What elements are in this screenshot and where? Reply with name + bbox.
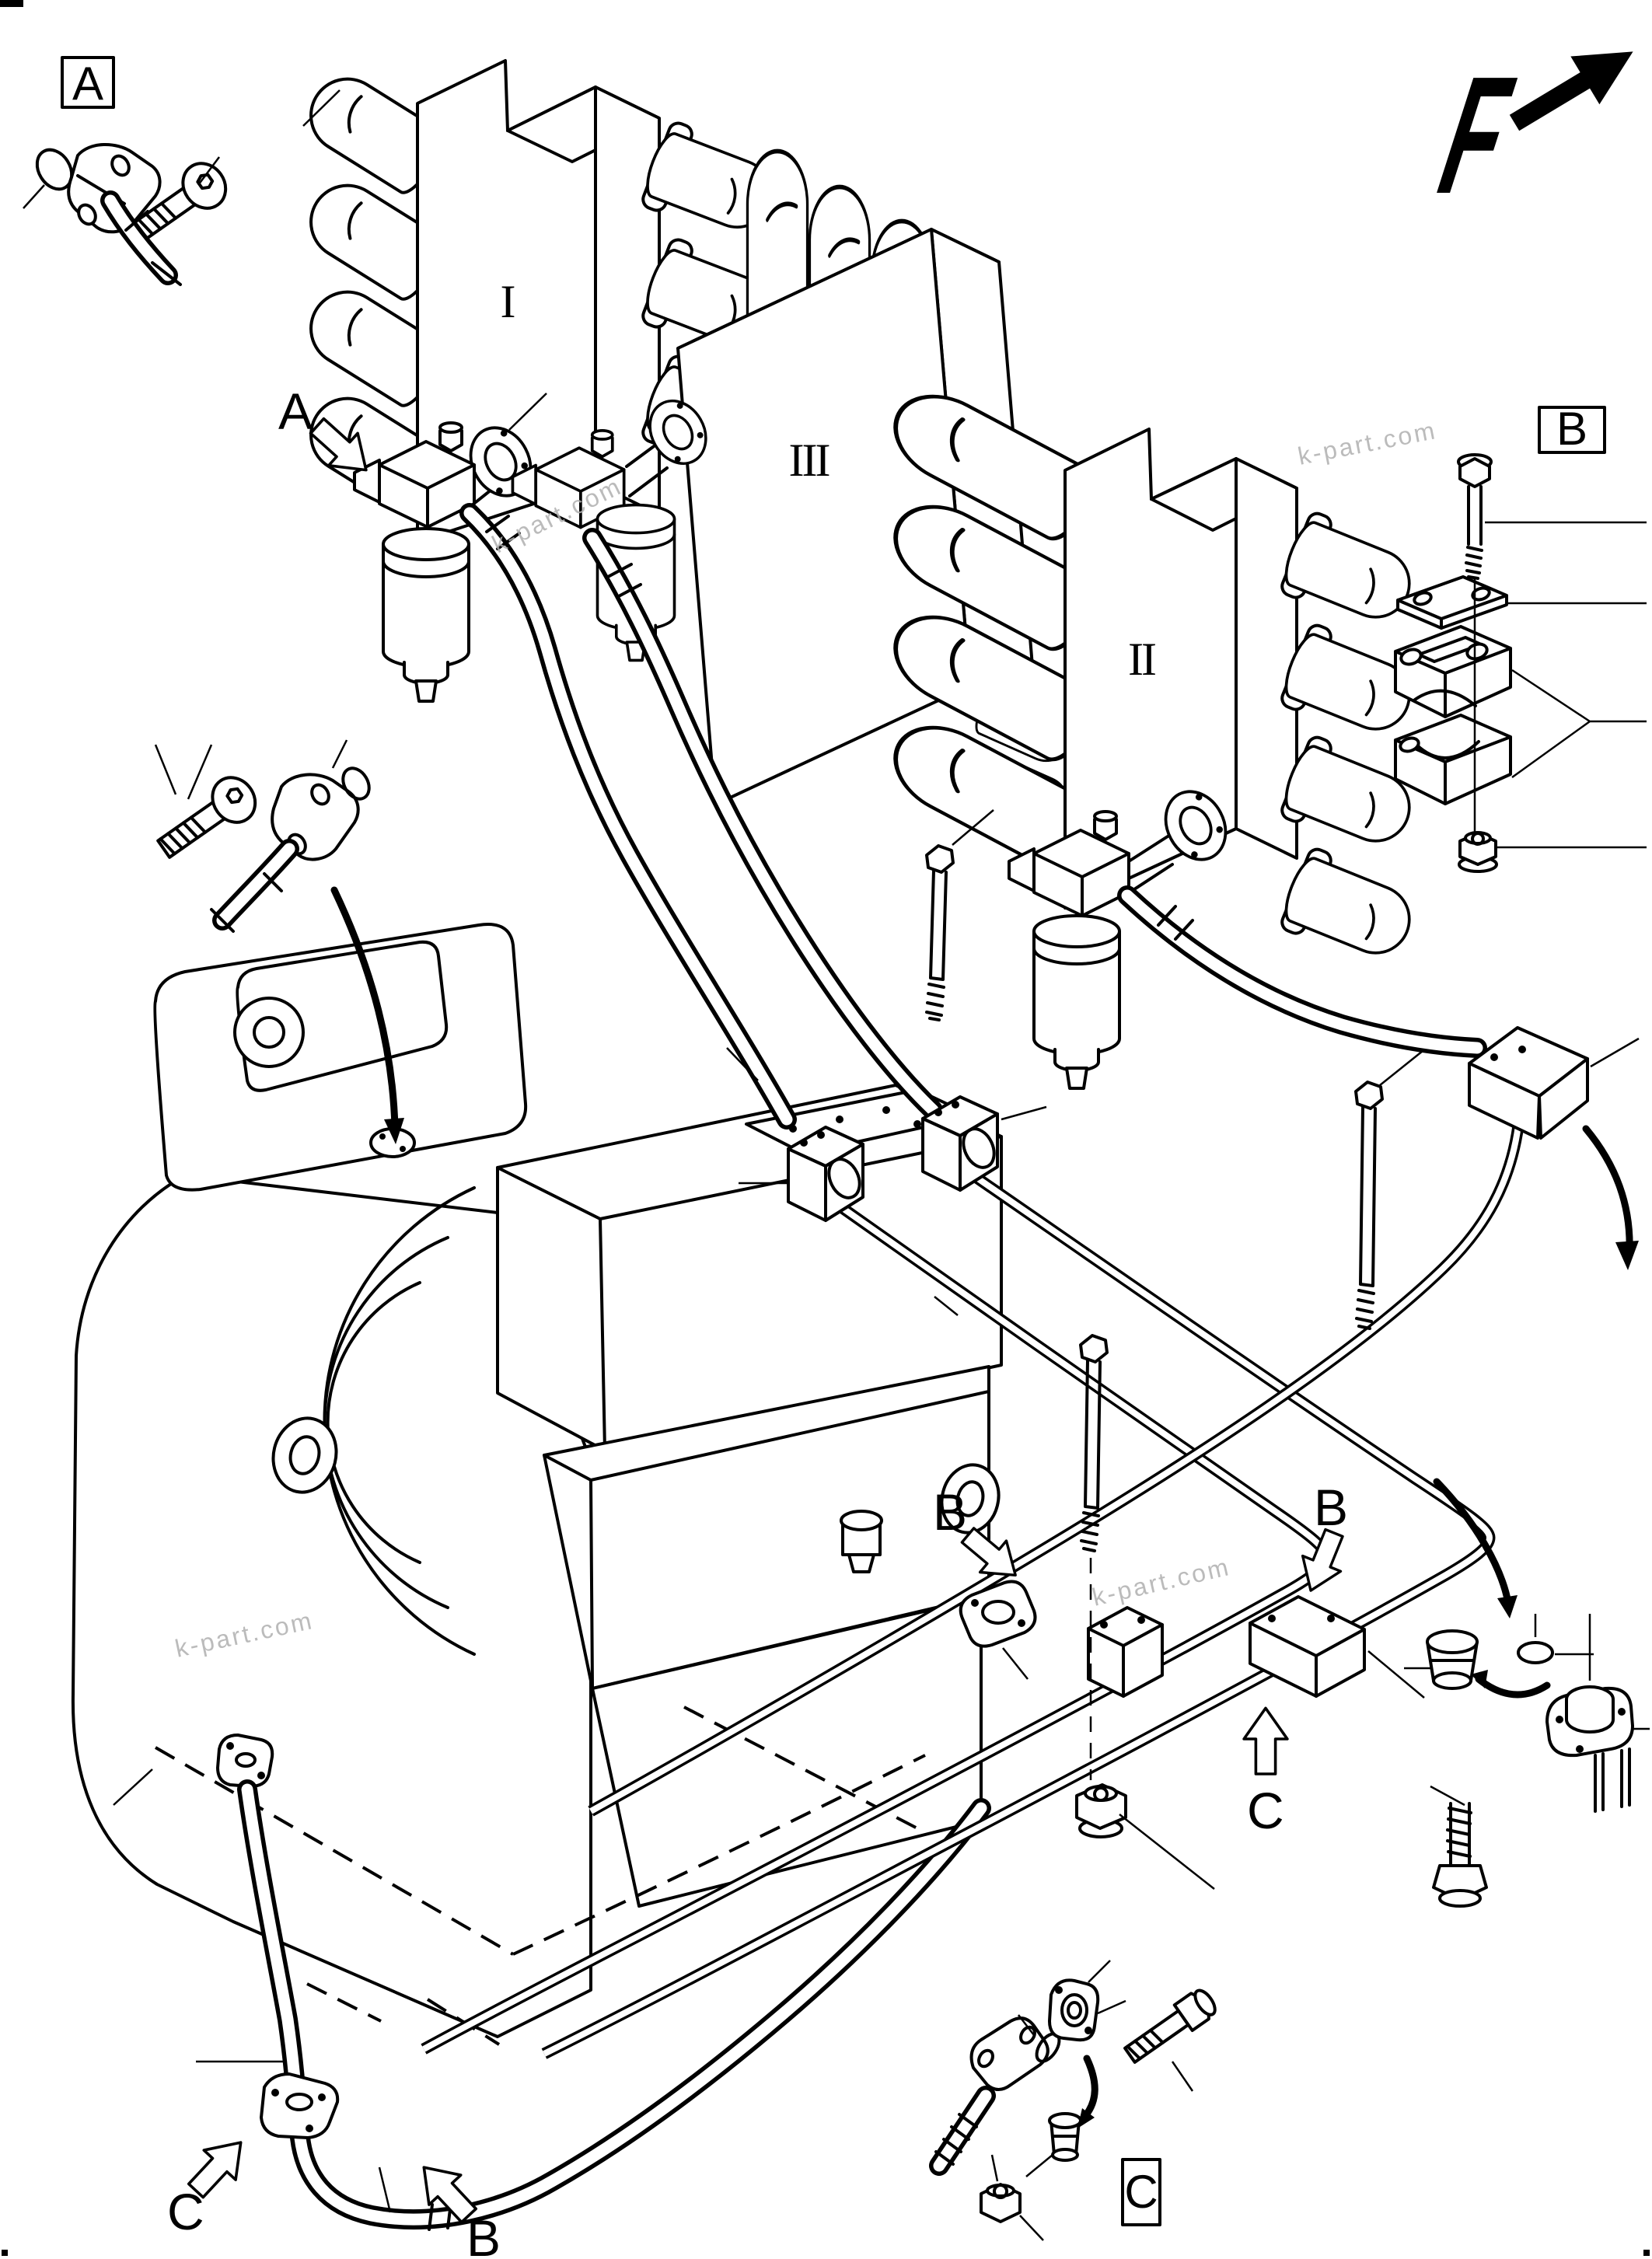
watermark-text: k-part.com (1089, 1552, 1233, 1611)
detail-b-parts (1394, 453, 1647, 873)
flow-arrow-a: A (278, 382, 382, 488)
flow-arrow-c-label: C (1247, 1782, 1284, 1839)
hose-flange-end (969, 2016, 1050, 2091)
right-port-parts (1404, 1478, 1650, 1908)
flow-arrow-a-label: A (278, 382, 313, 440)
bottom-flange-fitting (260, 2072, 340, 2139)
valve-bank-3-label: III (789, 435, 829, 486)
pump-inlet-fitting-parts (148, 739, 404, 1144)
hex-nut (1075, 1783, 1127, 1838)
filter-assembly-3 (1008, 779, 1239, 1090)
leader-lines (113, 89, 1640, 2213)
clamp-half-lower (1394, 714, 1512, 805)
view-marker-letter: F (1427, 42, 1525, 229)
pipe-flange-fitting (959, 1580, 1037, 1648)
hose-stub (100, 190, 182, 286)
junction-block-right (921, 1095, 999, 1192)
port-plug (1048, 2112, 1082, 2162)
hose-pump-to-bottom-flange (237, 1779, 306, 2098)
hex-bolt-2 (1354, 1081, 1384, 1330)
clamp-half-upper (1394, 625, 1512, 718)
flange-bolt (1123, 1988, 1217, 2064)
hose-filter2-to-junction (582, 528, 943, 1120)
port-nut (980, 2183, 1022, 2223)
detail-box-c-label: C (1124, 2166, 1158, 2218)
detail-box-a: A (61, 56, 115, 110)
pump-housing (71, 1174, 592, 2038)
detail-box-a-label: A (72, 58, 103, 110)
junction-block-left (787, 1126, 864, 1222)
view-marker-f: F (1427, 42, 1633, 229)
filter-assembly-1 (353, 415, 544, 703)
watermark-text: k-part.com (1295, 416, 1439, 470)
port-bolt (1432, 1802, 1488, 1908)
pipe-clamp-left (1087, 1606, 1164, 1698)
clamp-plate (1396, 575, 1508, 630)
pipe-clamp-right (1249, 1595, 1366, 1698)
mating-flange (1048, 1978, 1100, 2042)
pipe-run-from-elbow-block (588, 1124, 1525, 1817)
socket-bolt (148, 767, 266, 870)
hose-filter3-to-elbow-block (1117, 885, 1487, 1058)
relief-valve (840, 1510, 883, 1573)
scan-artifact (1643, 2250, 1650, 2256)
hex-bolt-3 (1079, 1334, 1109, 1780)
view-direction-arrow-icon (1509, 51, 1633, 131)
pipe-run-left (421, 1199, 1332, 2055)
hose-filter1-to-junction (459, 503, 797, 1130)
valve-bank-2-label: II (1128, 634, 1155, 685)
filter-assembly-2 (511, 389, 718, 662)
hose-stub (210, 839, 299, 933)
port-flange (1545, 1685, 1634, 1813)
flow-arrow-b-label: B (466, 2209, 501, 2259)
hex-bolt-1 (925, 844, 955, 1021)
pipe-run-right (541, 1170, 1496, 2059)
split-flange (67, 143, 162, 234)
hidden-edge (512, 1754, 926, 1956)
flow-arrow-c-label: C (167, 2183, 204, 2240)
detail-box-b-label: B (1556, 403, 1587, 455)
clamp-bolt (1457, 453, 1493, 580)
flow-arrow-b-mid-right: B (1290, 1479, 1355, 1600)
detail-box-b: B (1538, 403, 1606, 455)
detail-c-parts (929, 1960, 1217, 2241)
detail-a-parts (23, 143, 236, 286)
o-ring (341, 766, 371, 801)
pump-assembly (71, 923, 1003, 2046)
port-plug (1426, 1629, 1479, 1690)
o-ring (35, 148, 74, 191)
flow-arrow-b-label: B (933, 1483, 967, 1541)
detail-box-c: C (1121, 2158, 1161, 2226)
flow-arrow-b-bottom: B (407, 2151, 501, 2259)
supply-hose (929, 2086, 996, 2176)
flow-arrow-b-mid-left: B (933, 1483, 1030, 1593)
flow-arrow-b-label: B (1314, 1479, 1348, 1536)
flow-arrow-c-bottom-left: C (167, 2126, 258, 2240)
flow-arrow-c-right: C (1242, 1706, 1289, 1839)
scan-artifact (2, 2250, 8, 2256)
scan-artifact (0, 0, 23, 7)
pump-front-fitting (216, 1734, 274, 1788)
valve-bank-2: II (881, 379, 1421, 965)
valve-bank-1-label: I (501, 276, 515, 327)
eye-bolt (271, 1416, 338, 1494)
eye-bolt (940, 1463, 1001, 1535)
elbow-block (1468, 1026, 1639, 1270)
clamp-nut (1458, 831, 1498, 873)
o-ring (1517, 1641, 1554, 1664)
